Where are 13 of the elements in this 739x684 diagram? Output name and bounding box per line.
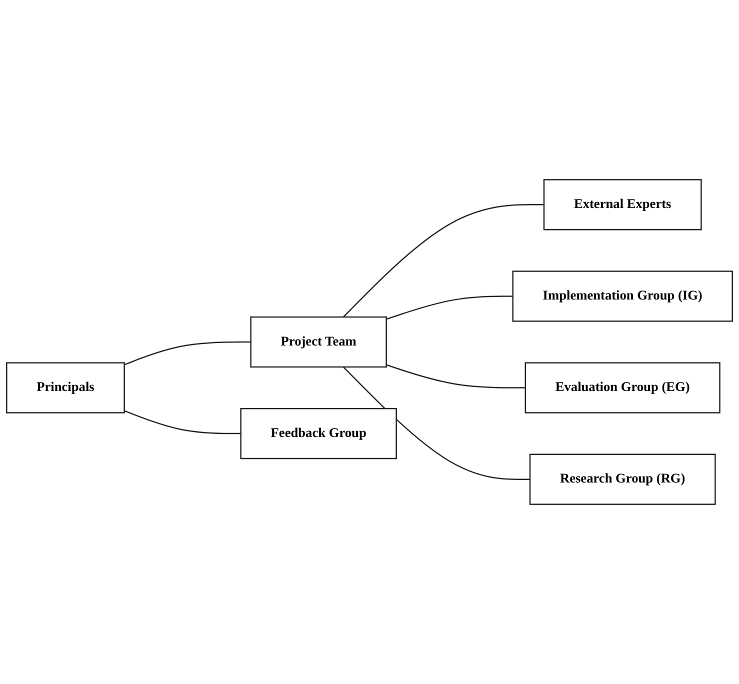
connector xyxy=(386,296,513,320)
node-box: External Experts xyxy=(543,179,702,230)
node-box: Feedback Group xyxy=(240,408,397,460)
node-box: Evaluation Group (EG) xyxy=(524,362,720,414)
node-box: Project Team xyxy=(250,316,387,368)
node-box: Research Group (RG) xyxy=(529,454,716,505)
connector xyxy=(124,341,251,366)
connector xyxy=(386,364,526,388)
node-box: Implementation Group (IG) xyxy=(512,270,733,322)
connector xyxy=(342,366,530,480)
connector xyxy=(124,410,241,434)
node-box: Principals xyxy=(6,362,125,414)
connector xyxy=(342,204,544,318)
